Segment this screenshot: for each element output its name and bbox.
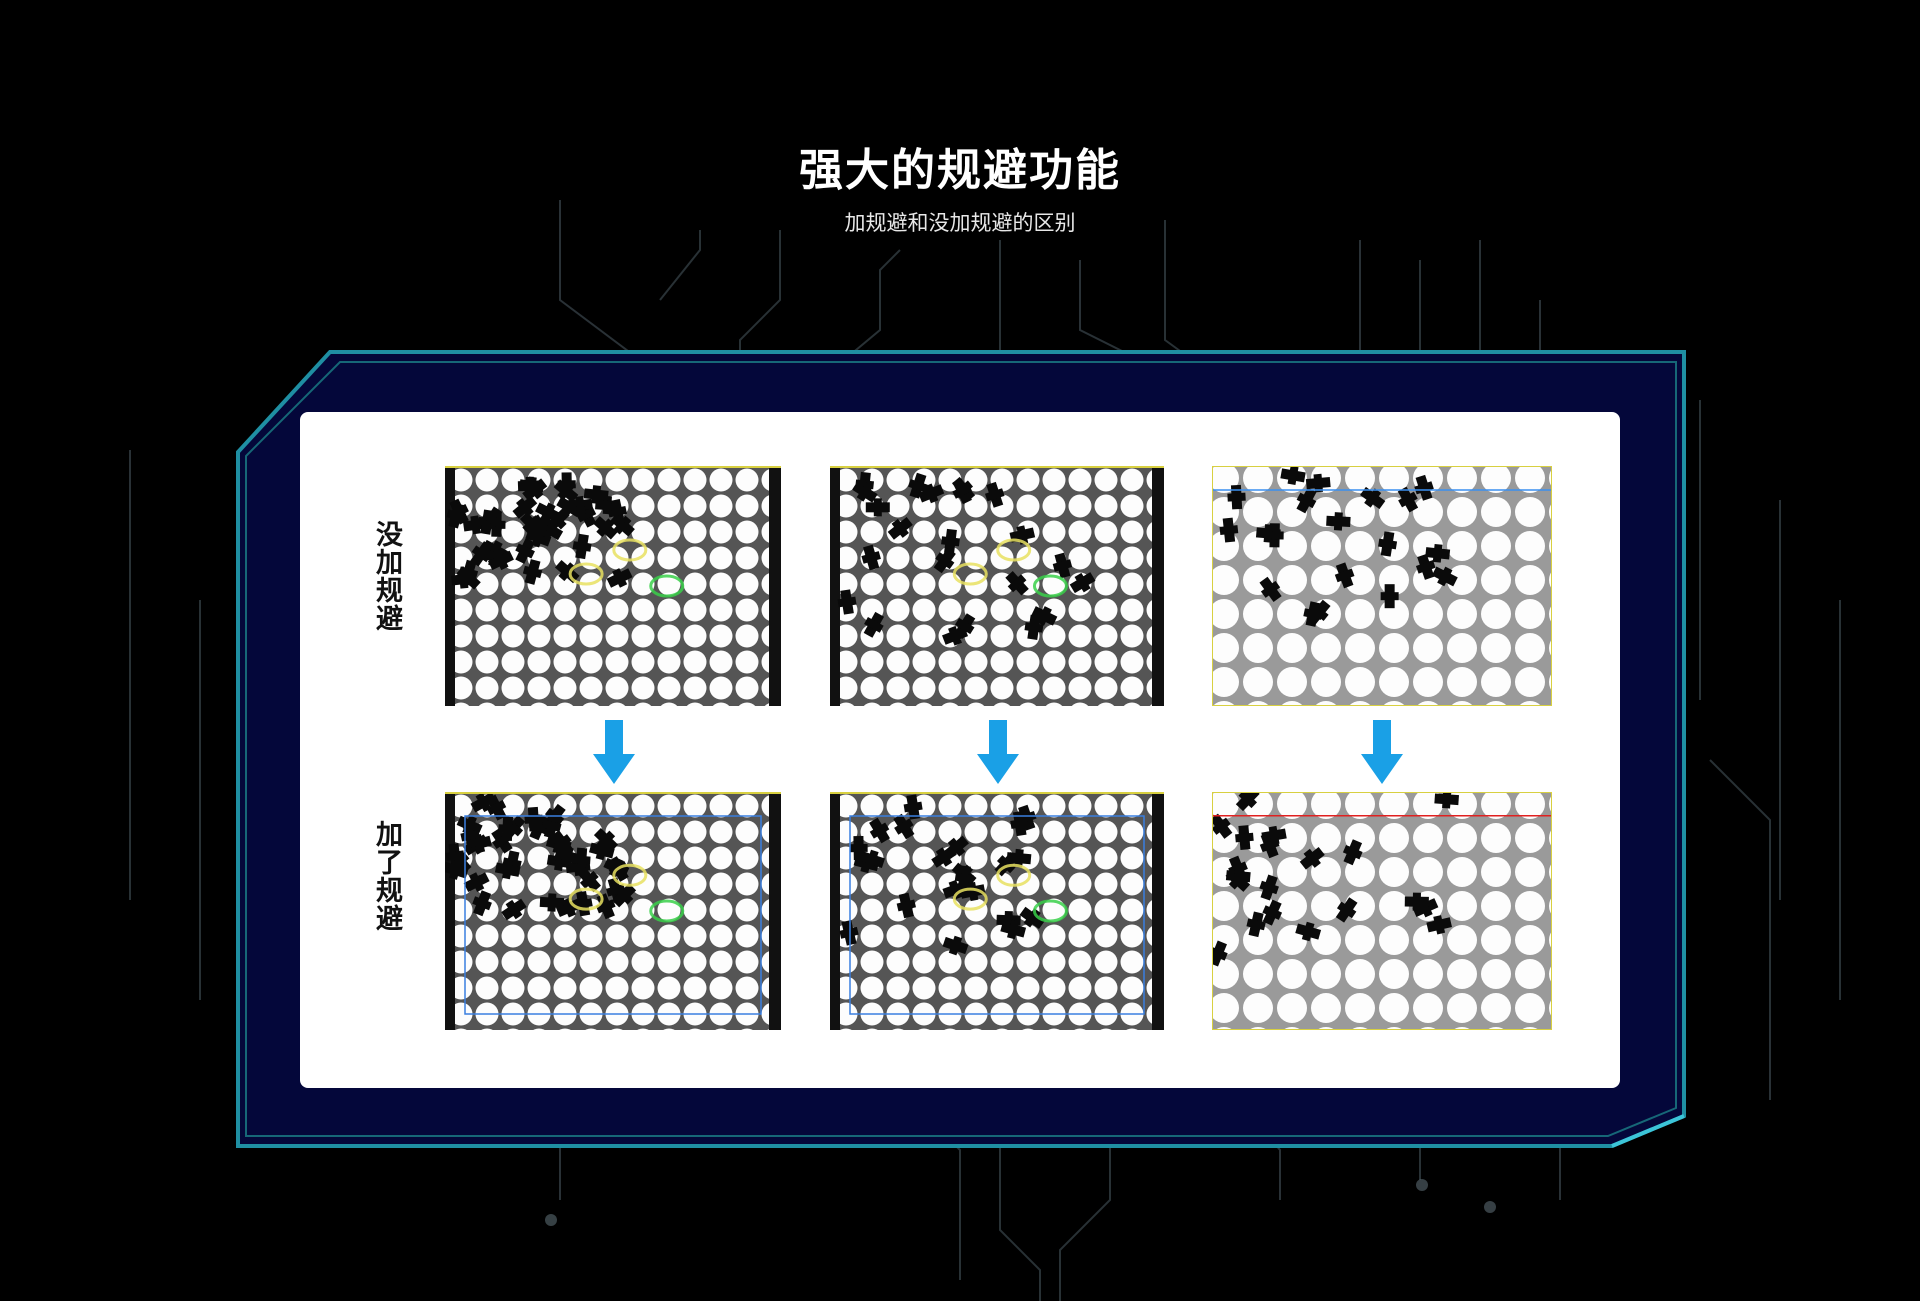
screenshot-after-3 (1212, 792, 1552, 1030)
vision-image (445, 466, 781, 706)
vision-image (830, 792, 1164, 1030)
vision-image (830, 466, 1164, 706)
vision-image (1212, 466, 1552, 706)
down-arrow-icon (977, 720, 1019, 788)
vision-image (1212, 792, 1552, 1030)
vision-image (445, 792, 781, 1030)
down-arrow-icon (593, 720, 635, 788)
screenshot-before-2 (830, 466, 1164, 706)
row-label-with-avoidance: 加了规避 (371, 820, 402, 932)
page-subtitle: 加规避和没加规避的区别 (844, 211, 1076, 235)
row-label-without-avoidance: 没加规避 (371, 520, 402, 632)
page-title: 强大的规避功能 (799, 145, 1121, 196)
screenshot-after-1 (445, 792, 781, 1030)
screenshot-after-2 (830, 792, 1164, 1030)
down-arrow-icon (1361, 720, 1403, 788)
comparison-card: 没加规避 加了规避 (300, 412, 1620, 1088)
screenshot-before-3 (1212, 466, 1552, 706)
screenshot-before-1 (445, 466, 781, 706)
